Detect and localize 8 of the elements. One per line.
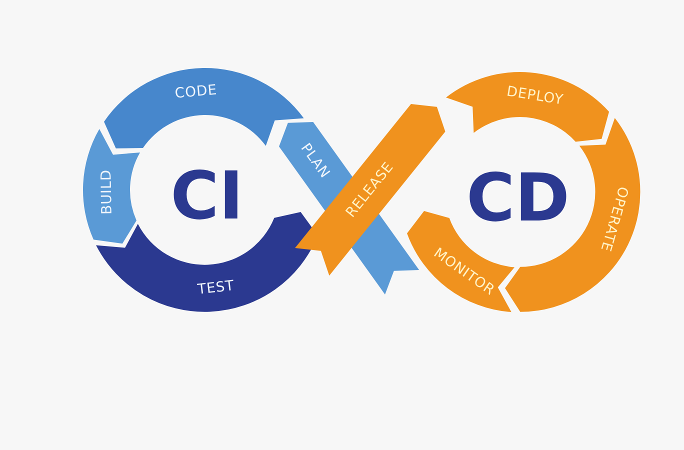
segment-label: BUILD <box>98 169 115 214</box>
cycle-title: CD <box>466 160 570 236</box>
segment-label: TEST <box>196 278 236 298</box>
cycle-segment <box>446 72 610 142</box>
segment-label: DEPLOY <box>506 83 565 108</box>
cycle-title: CI <box>170 158 244 234</box>
segment-label: CODE <box>174 82 218 102</box>
cycle-segment <box>83 129 140 244</box>
